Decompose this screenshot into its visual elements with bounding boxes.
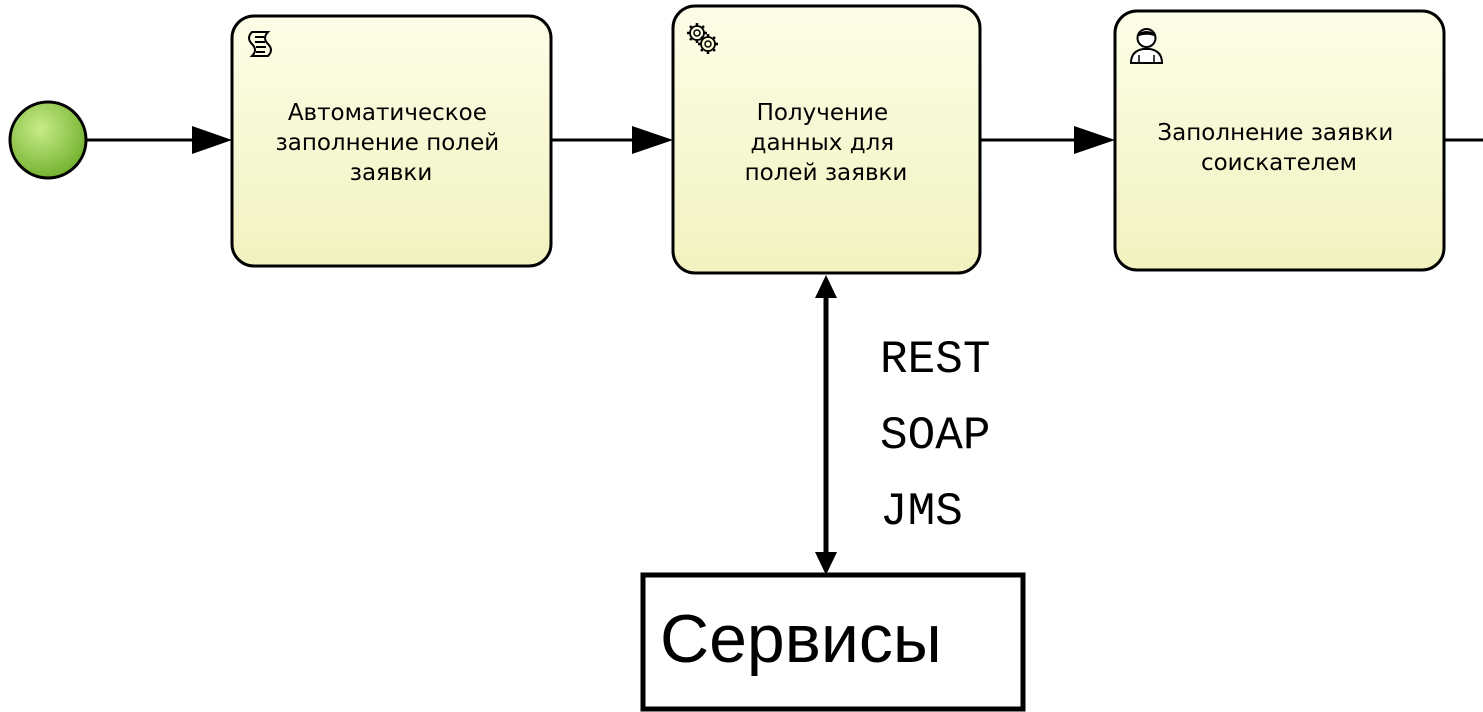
task-label-line: Заполнение заявки bbox=[1157, 120, 1393, 146]
task-get-data[interactable]: Получение данных для полей заявки bbox=[671, 4, 982, 275]
sequence-flow-3[interactable] bbox=[980, 126, 1115, 154]
task-label-line: Получение bbox=[757, 100, 889, 126]
flow-arrowhead bbox=[1074, 126, 1115, 154]
script-icon bbox=[248, 31, 272, 57]
task-label-line: заявки bbox=[350, 160, 433, 186]
services-label: Сервисы bbox=[660, 601, 942, 677]
protocol-label-jms: JMS bbox=[880, 486, 963, 538]
svg-text:Получение данных для: Получение данных для полей заявки bbox=[745, 100, 908, 186]
svg-text:Автоматическое заполнени: Автоматическое заполнение полей заявки bbox=[276, 100, 507, 186]
sequence-flow-2[interactable] bbox=[551, 126, 673, 154]
task-label-line: заполнение полей bbox=[276, 130, 500, 156]
task-label-line: Автоматическое bbox=[288, 100, 487, 126]
task-box bbox=[1113, 9, 1446, 272]
task-label-line: соискателем bbox=[1201, 150, 1357, 176]
task-label-line: полей заявки bbox=[745, 160, 908, 186]
arrow-up-head bbox=[815, 275, 837, 298]
user-icon bbox=[1129, 28, 1164, 64]
arrow-down-head bbox=[815, 552, 837, 575]
flow-arrowhead bbox=[192, 126, 232, 154]
start-event[interactable] bbox=[8, 100, 88, 180]
task-auto-fill[interactable]: Автоматическое заполнение полей заявки bbox=[230, 14, 553, 268]
task-fill-application[interactable]: Заполнение заявки соискателем bbox=[1113, 9, 1446, 272]
task-box bbox=[230, 14, 553, 268]
task-box bbox=[671, 4, 982, 275]
task-label-line: данных для bbox=[751, 130, 895, 156]
service-connection[interactable] bbox=[815, 275, 837, 575]
gear-icon bbox=[687, 23, 718, 54]
services-box[interactable]: Сервисы bbox=[640, 572, 1026, 712]
svg-text:Заполнение заявки соиска: Заполнение заявки соискателем bbox=[1157, 120, 1400, 176]
protocol-label-rest: REST bbox=[880, 334, 990, 386]
flow-arrowhead bbox=[632, 126, 673, 154]
sequence-flow-1[interactable] bbox=[86, 126, 232, 154]
protocol-label-soap: SOAP bbox=[880, 410, 990, 462]
